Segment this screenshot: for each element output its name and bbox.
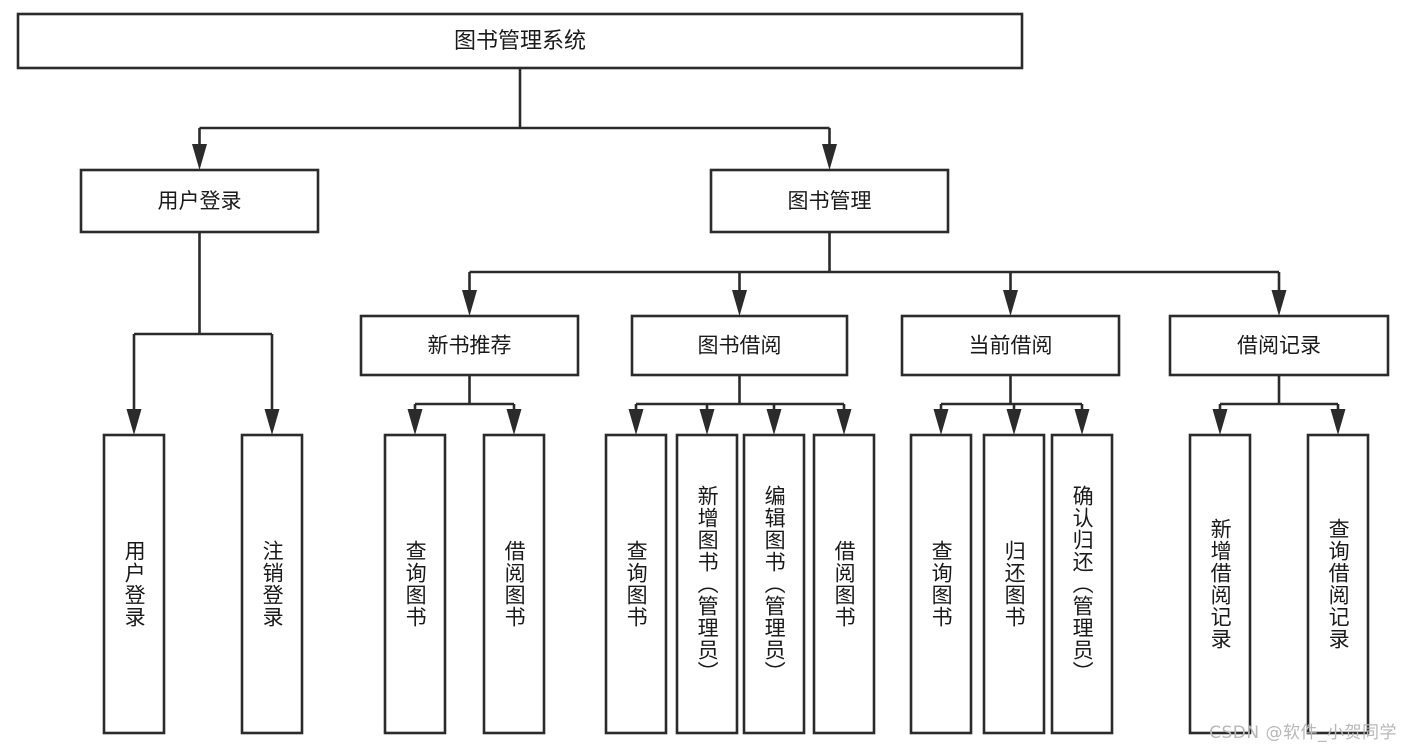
leafgrp-当前借阅-arrow-1: [1006, 409, 1022, 435]
leaf-box-6[interactable]: [742, 433, 806, 735]
leafgrp-借阅记录-arrow-1: [1330, 409, 1346, 435]
node-box-l3-新书推荐[interactable]: [359, 314, 580, 377]
leafgrp-新书推荐-arrow-0: [407, 409, 423, 435]
leaf-box-5[interactable]: [675, 433, 739, 735]
leafgrp-图书借阅-arrow-3: [836, 409, 852, 435]
node-label-l2-用户登录: 用户登录: [158, 189, 242, 213]
book-mgmt-arrow-0: [462, 290, 477, 316]
leaf-box-12[interactable]: [1306, 433, 1370, 735]
leaf-box-3[interactable]: [482, 433, 546, 735]
node-label-l3-当前借阅: 当前借阅: [969, 334, 1053, 358]
leaf-box-2[interactable]: [383, 433, 447, 735]
leafgrp-图书借阅-arrow-0: [628, 409, 644, 435]
leaf-box-4[interactable]: [604, 433, 668, 735]
node-box-l3-当前借阅[interactable]: [900, 314, 1121, 377]
node-label-root: 图书管理系统: [454, 29, 586, 54]
leafgrp-图书借阅-arrow-1: [699, 409, 715, 435]
node-box-l2-图书管理[interactable]: [709, 168, 950, 234]
leafgrp-用户登录-arrow-0: [126, 409, 142, 435]
leafgrp-用户登录-arrow-1: [264, 409, 280, 435]
leaf-box-8[interactable]: [909, 433, 973, 735]
book-mgmt-arrow-3: [1271, 290, 1287, 316]
leaf-box-0[interactable]: [102, 433, 166, 735]
node-label-l3-借阅记录: 借阅记录: [1237, 334, 1321, 358]
leaf-box-11[interactable]: [1188, 433, 1252, 735]
leaf-box-1[interactable]: [240, 433, 304, 735]
leaf-box-9[interactable]: [982, 433, 1046, 735]
book-mgmt-arrow-1: [732, 290, 747, 316]
leafgrp-借阅记录-arrow-0: [1212, 409, 1228, 435]
leafgrp-图书借阅-arrow-2: [766, 409, 782, 435]
node-box-l2-用户登录[interactable]: [79, 168, 320, 234]
node-label-l2-图书管理: 图书管理: [788, 189, 872, 213]
root-arrow-1: [822, 144, 837, 170]
node-box-root[interactable]: [16, 12, 1024, 70]
boxes-layer: [16, 12, 1390, 735]
leafgrp-当前借阅-arrow-2: [1074, 409, 1090, 435]
root-arrow-0: [192, 144, 207, 170]
leafgrp-新书推荐-arrow-1: [506, 409, 522, 435]
connectors-layer: [126, 68, 1346, 435]
node-label-l3-新书推荐: 新书推荐: [428, 334, 512, 358]
watermark-text: CSDN @软件_小贺同学: [1209, 723, 1397, 743]
node-label-l3-图书借阅: 图书借阅: [698, 334, 782, 358]
node-box-l3-图书借阅[interactable]: [630, 314, 849, 377]
node-box-l3-借阅记录[interactable]: [1168, 314, 1390, 377]
leafgrp-当前借阅-arrow-0: [933, 409, 949, 435]
book-mgmt-arrow-2: [1003, 290, 1018, 316]
leaf-box-7[interactable]: [812, 433, 876, 735]
leaf-box-10[interactable]: [1050, 433, 1114, 735]
